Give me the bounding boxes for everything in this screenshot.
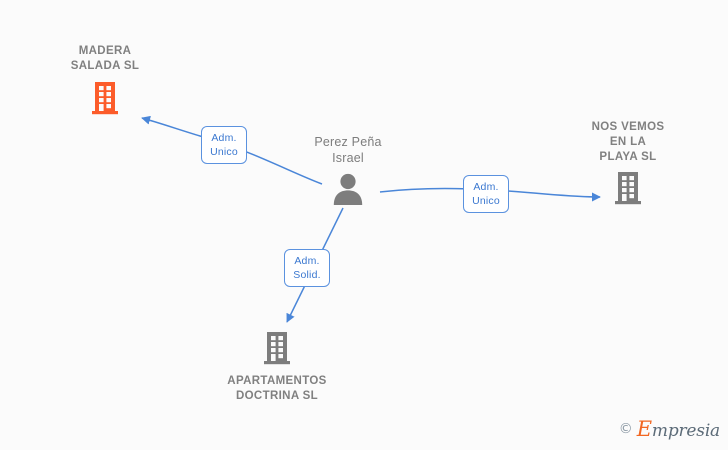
person-label: Perez Peña Israel [314, 135, 382, 165]
building-icon[interactable] [89, 80, 121, 116]
brand-name: Empresia [637, 417, 720, 441]
person-icon[interactable] [332, 172, 364, 206]
edge-to-nos-vemos [379, 187, 601, 202]
brand-initial: E [636, 417, 652, 441]
building-icon-nos-vemos-wrap[interactable] [563, 170, 693, 206]
company-node-madera-salada[interactable]: MADERA SALADA SL [40, 44, 170, 116]
person-icon-wrap[interactable] [283, 172, 413, 206]
company-label-apartamentos: APARTAMENTOS DOCTRINA SL [227, 375, 327, 402]
person-node[interactable]: Perez Peña Israel [283, 134, 413, 206]
watermark: © Empresia [619, 417, 720, 441]
company-label-madera-salada: MADERA SALADA SL [70, 45, 140, 72]
building-icon-madera-salada-wrap[interactable] [40, 80, 170, 116]
company-node-apartamentos[interactable]: APARTAMENTOS DOCTRINA SL [207, 330, 347, 404]
edge-label-apartamentos[interactable]: Adm. Solid. [284, 249, 330, 287]
company-node-nos-vemos[interactable]: NOS VEMOS EN LA PLAYA SL [563, 120, 693, 206]
building-icon[interactable] [261, 330, 293, 366]
building-icon-apartamentos-wrap[interactable] [207, 330, 347, 366]
company-label-nos-vemos: NOS VEMOS EN LA PLAYA SL [591, 121, 665, 163]
building-icon[interactable] [612, 170, 644, 206]
edge-label-nos-vemos[interactable]: Adm. Unico [463, 175, 509, 213]
brand-rest: mpresia [651, 421, 720, 441]
copyright-icon: © [618, 421, 633, 437]
edge-label-madera-salada[interactable]: Adm. Unico [201, 126, 247, 164]
